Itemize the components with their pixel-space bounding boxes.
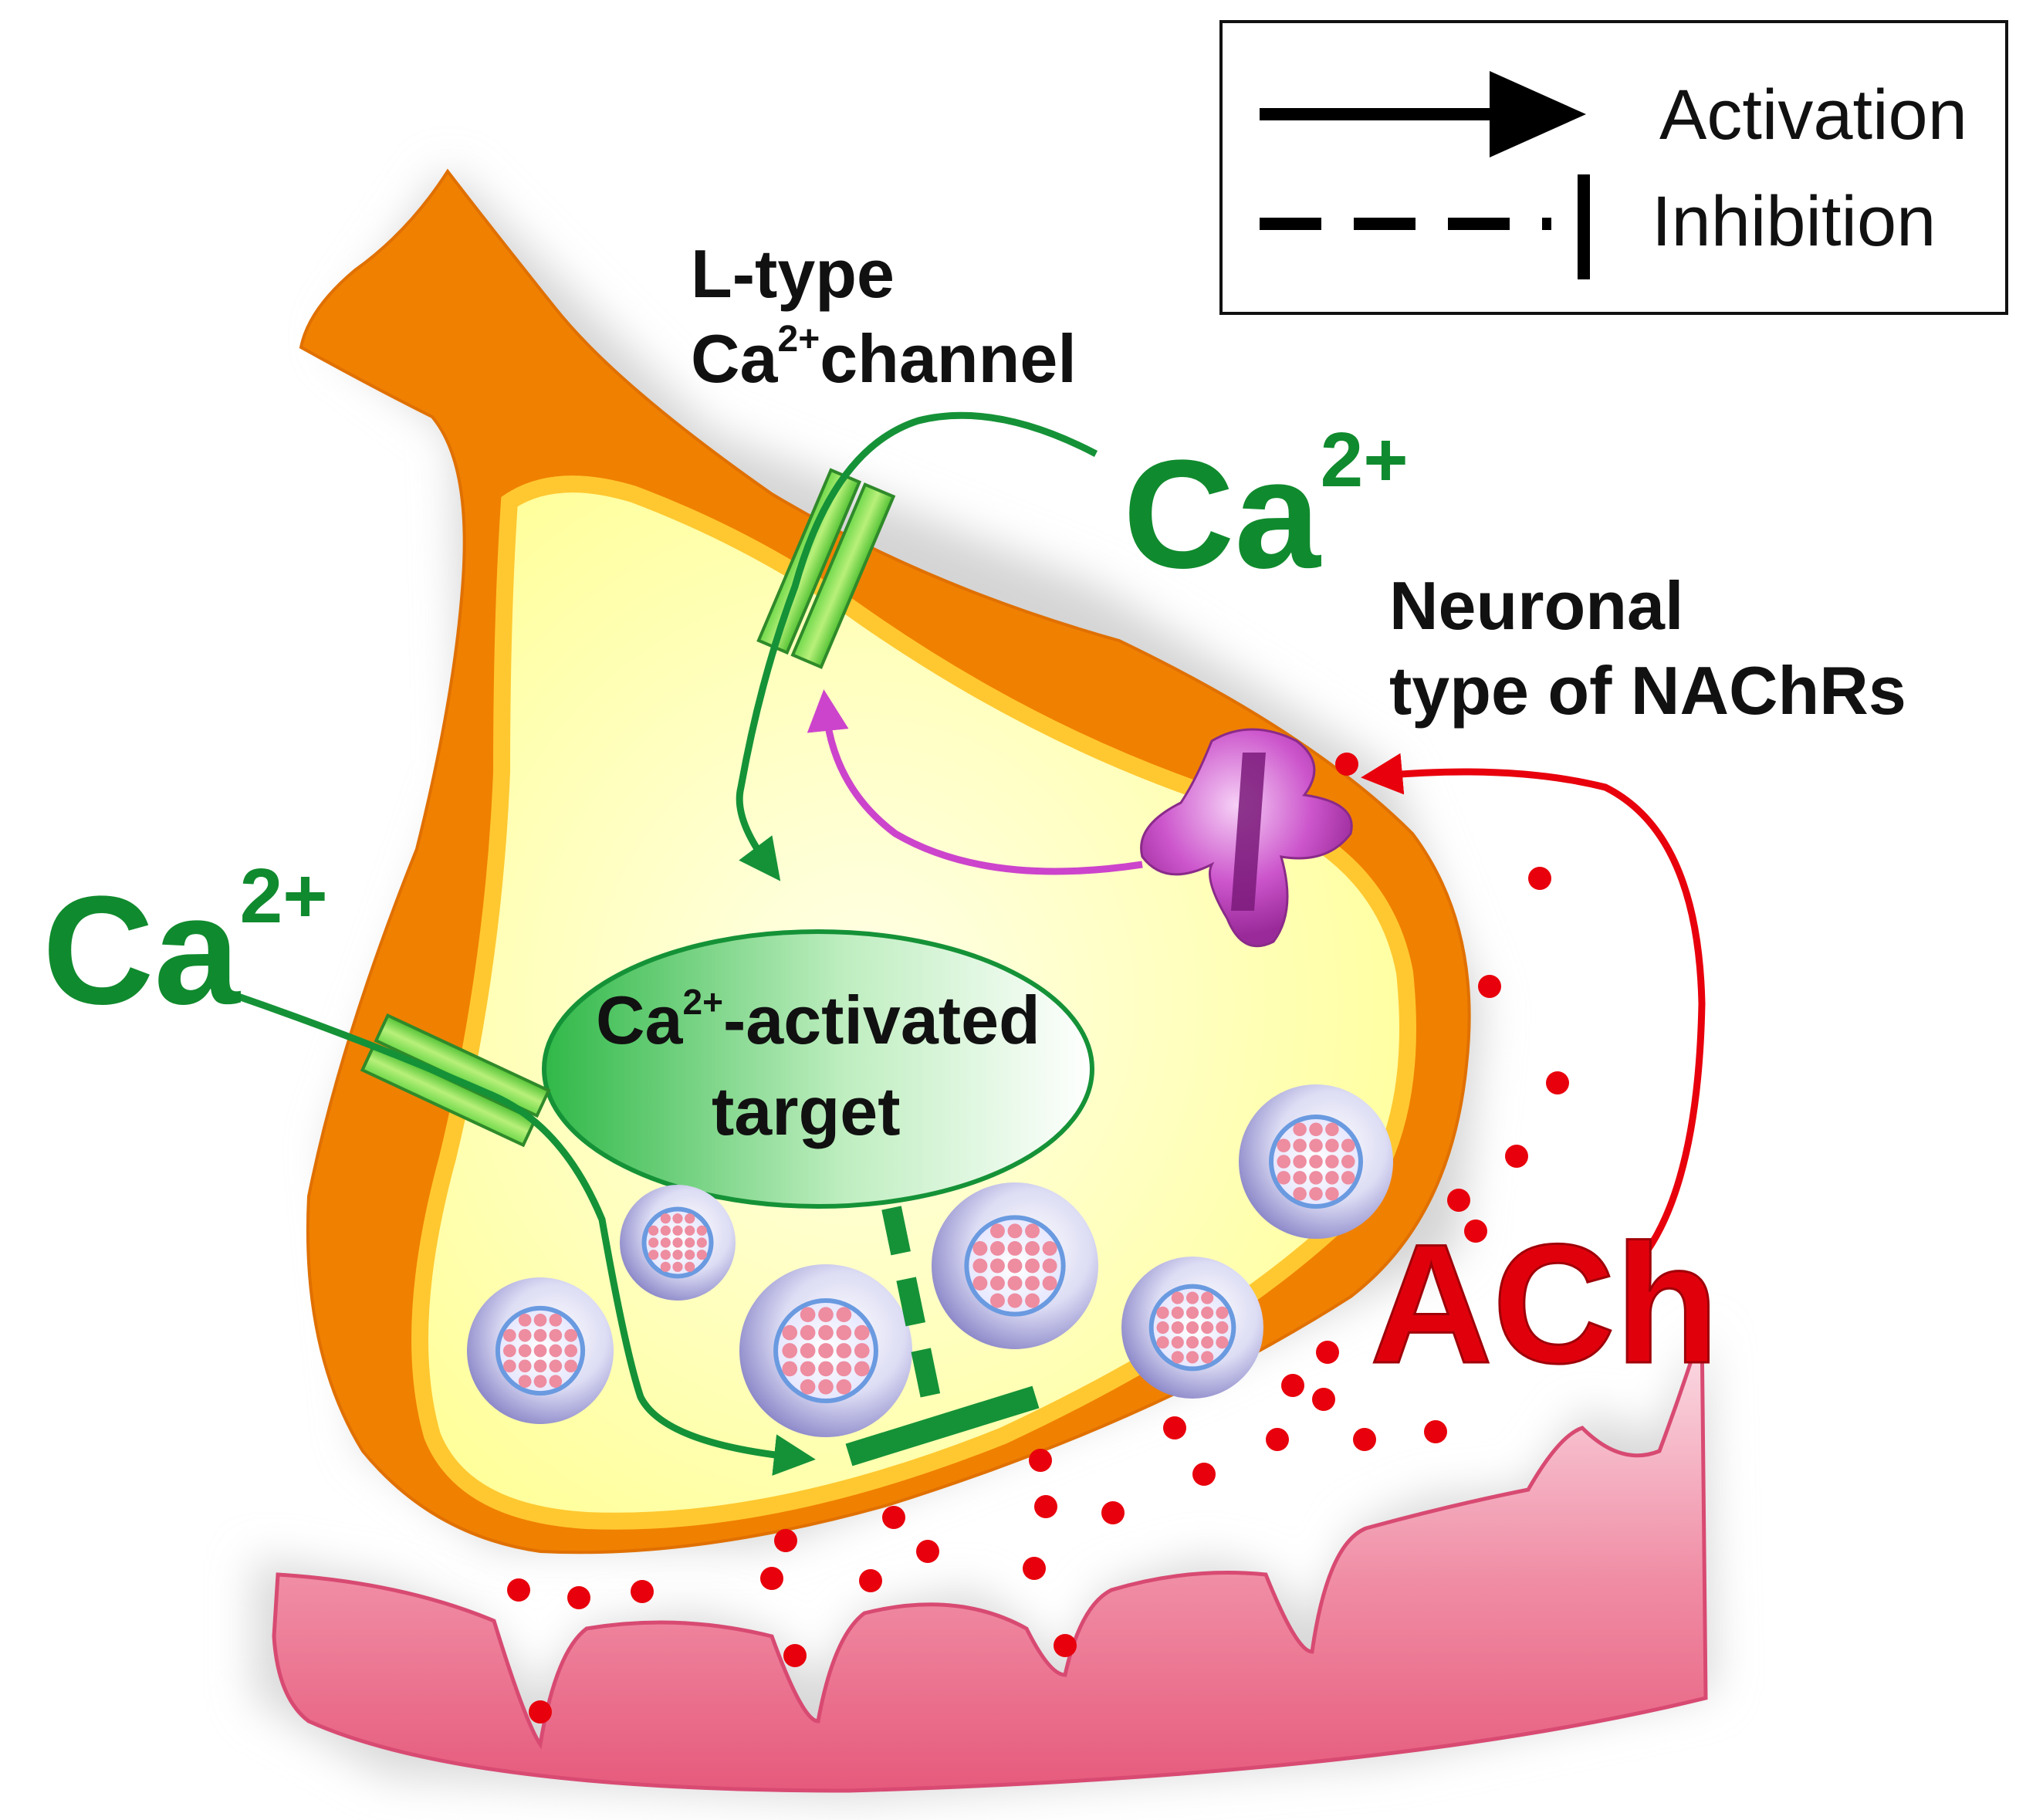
ach-molecule <box>1101 1501 1125 1524</box>
l-type-channel-word: channel <box>820 320 1077 397</box>
ach-molecule <box>1528 867 1551 890</box>
ach-molecule <box>1192 1463 1216 1486</box>
activation-legend-label: Activation <box>1659 76 1967 154</box>
target-label-line1: Ca2+-activated <box>596 982 1040 1058</box>
l-type-label-line1: L-type <box>691 235 895 312</box>
ach-molecule <box>760 1567 783 1590</box>
ca-influx-arrow-top <box>736 411 1098 881</box>
synaptic-vesicle <box>467 1277 614 1424</box>
ach-molecule <box>1478 975 1501 998</box>
ach-molecule <box>774 1529 797 1552</box>
inhibition-dashed-line <box>881 1206 944 1415</box>
ach-molecule <box>859 1569 882 1592</box>
ach-molecule <box>1034 1495 1057 1518</box>
ach-molecule <box>567 1586 590 1609</box>
ach-molecule <box>1281 1374 1304 1397</box>
ach-activation-arrow <box>1361 753 1706 1277</box>
ca-top-base: Ca <box>1123 428 1321 600</box>
ach-molecule <box>1424 1420 1447 1443</box>
target-ca-sup: 2+ <box>683 982 723 1022</box>
ach-molecule <box>1029 1449 1052 1472</box>
ca-left-sup: 2+ <box>240 853 328 939</box>
ach-molecule <box>882 1506 905 1529</box>
ach-molecule <box>1546 1071 1569 1094</box>
l-type-channel-left <box>360 1013 551 1148</box>
ach-molecule <box>916 1540 939 1563</box>
ach-molecule <box>1316 1341 1339 1364</box>
ach-molecule <box>783 1644 807 1667</box>
ach-molecule <box>1163 1416 1186 1439</box>
synaptic-vesicle <box>932 1182 1098 1349</box>
ach-molecule <box>1335 753 1358 776</box>
synaptic-vesicle <box>739 1264 912 1437</box>
nachr-activation-arrow <box>807 689 1143 875</box>
ach-molecule <box>1505 1145 1528 1168</box>
ach-molecules <box>507 753 1569 1724</box>
nachr-label-line1: Neuronal <box>1389 567 1683 644</box>
inhibition-legend-label: Inhibition <box>1652 182 1936 261</box>
activation-arrowhead-icon <box>1490 71 1586 157</box>
ach-molecule <box>1447 1189 1470 1212</box>
l-type-label-line2: Ca2+channel <box>691 319 1077 397</box>
nachr-label-line2: type of NAChRs <box>1389 652 1906 729</box>
postsynaptic-membrane <box>272 1327 1708 1793</box>
target-activated: -activated <box>723 982 1040 1058</box>
ach-molecule <box>1353 1428 1376 1451</box>
l-type-ca-sup: 2+ <box>778 319 820 360</box>
ca-top-label: Ca2+ <box>1123 417 1409 600</box>
legend: Activation Inhibition <box>1219 20 2008 315</box>
target-label-line2: target <box>712 1073 901 1149</box>
ach-molecule <box>529 1700 552 1724</box>
synaptic-vesicle <box>1239 1084 1393 1239</box>
ca-left-base: Ca <box>42 864 241 1037</box>
synaptic-vesicles <box>467 1084 1393 1437</box>
ach-molecule <box>1054 1634 1077 1657</box>
ach-molecule <box>507 1578 530 1602</box>
synaptic-vesicle <box>1121 1257 1263 1399</box>
synaptic-vesicle <box>620 1185 736 1301</box>
l-type-ca: Ca <box>691 320 779 397</box>
ca-influx-arrow-left <box>230 990 816 1477</box>
ca-top-sup: 2+ <box>1321 417 1409 503</box>
nachr-receptor-icon <box>1140 728 1353 948</box>
ca-activated-target <box>542 929 1094 1209</box>
ach-molecule <box>631 1580 654 1603</box>
legend-box <box>1219 20 2008 315</box>
ach-molecule <box>1464 1220 1487 1243</box>
ca-left-label: Ca2+ <box>42 853 328 1037</box>
target-ca: Ca <box>596 982 684 1058</box>
ach-label: ACh <box>1370 1209 1719 1399</box>
ach-molecule <box>1266 1428 1289 1451</box>
ach-molecule <box>1312 1388 1335 1411</box>
ach-molecule <box>1023 1557 1046 1580</box>
inhibition-bar <box>845 1385 1040 1466</box>
